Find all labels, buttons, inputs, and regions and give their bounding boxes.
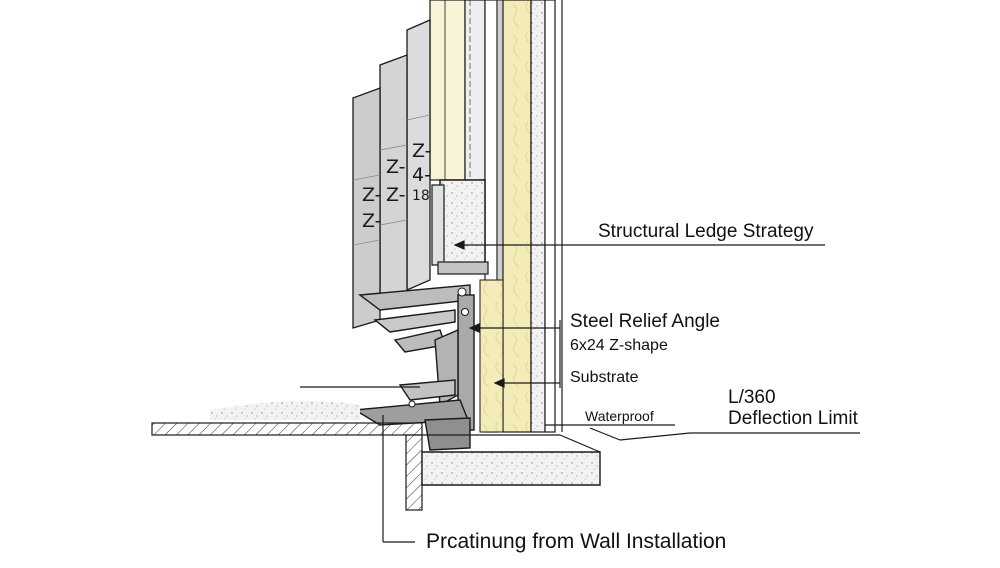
label-structural-ledge: Structural Ledge Strategy bbox=[598, 221, 814, 242]
leader-lines bbox=[382, 240, 860, 543]
wall-layers bbox=[429, 0, 563, 433]
panel-mark-7: 18 bbox=[412, 188, 430, 204]
panel-mark-5: Z- bbox=[362, 184, 382, 206]
label-waterproof: Waterproof bbox=[585, 408, 654, 424]
panel-mark-2: 4- bbox=[412, 164, 431, 186]
cladding-panels bbox=[352, 19, 431, 329]
label-deflection-value: L/360 bbox=[728, 387, 776, 408]
label-steel-relief-angle: Steel Relief Angle bbox=[570, 311, 720, 332]
panel-mark-6: Z- bbox=[362, 210, 382, 232]
panel-mark-1: Z- bbox=[412, 140, 432, 162]
label-z-shape: 6x24 Z-shape bbox=[570, 337, 668, 354]
panel-mark-4: Z- bbox=[386, 184, 406, 206]
panel-mark-3: Z- bbox=[386, 156, 406, 178]
relief-angle bbox=[352, 284, 475, 451]
ledge-block bbox=[431, 179, 489, 275]
label-bottom-caption: Prcatinung from Wall Installation bbox=[426, 530, 727, 553]
label-deflection-text: Deflection Limit bbox=[728, 408, 858, 429]
insulation-layer bbox=[502, 0, 532, 433]
foundation bbox=[151, 386, 601, 511]
label-substrate: Substrate bbox=[570, 369, 639, 386]
